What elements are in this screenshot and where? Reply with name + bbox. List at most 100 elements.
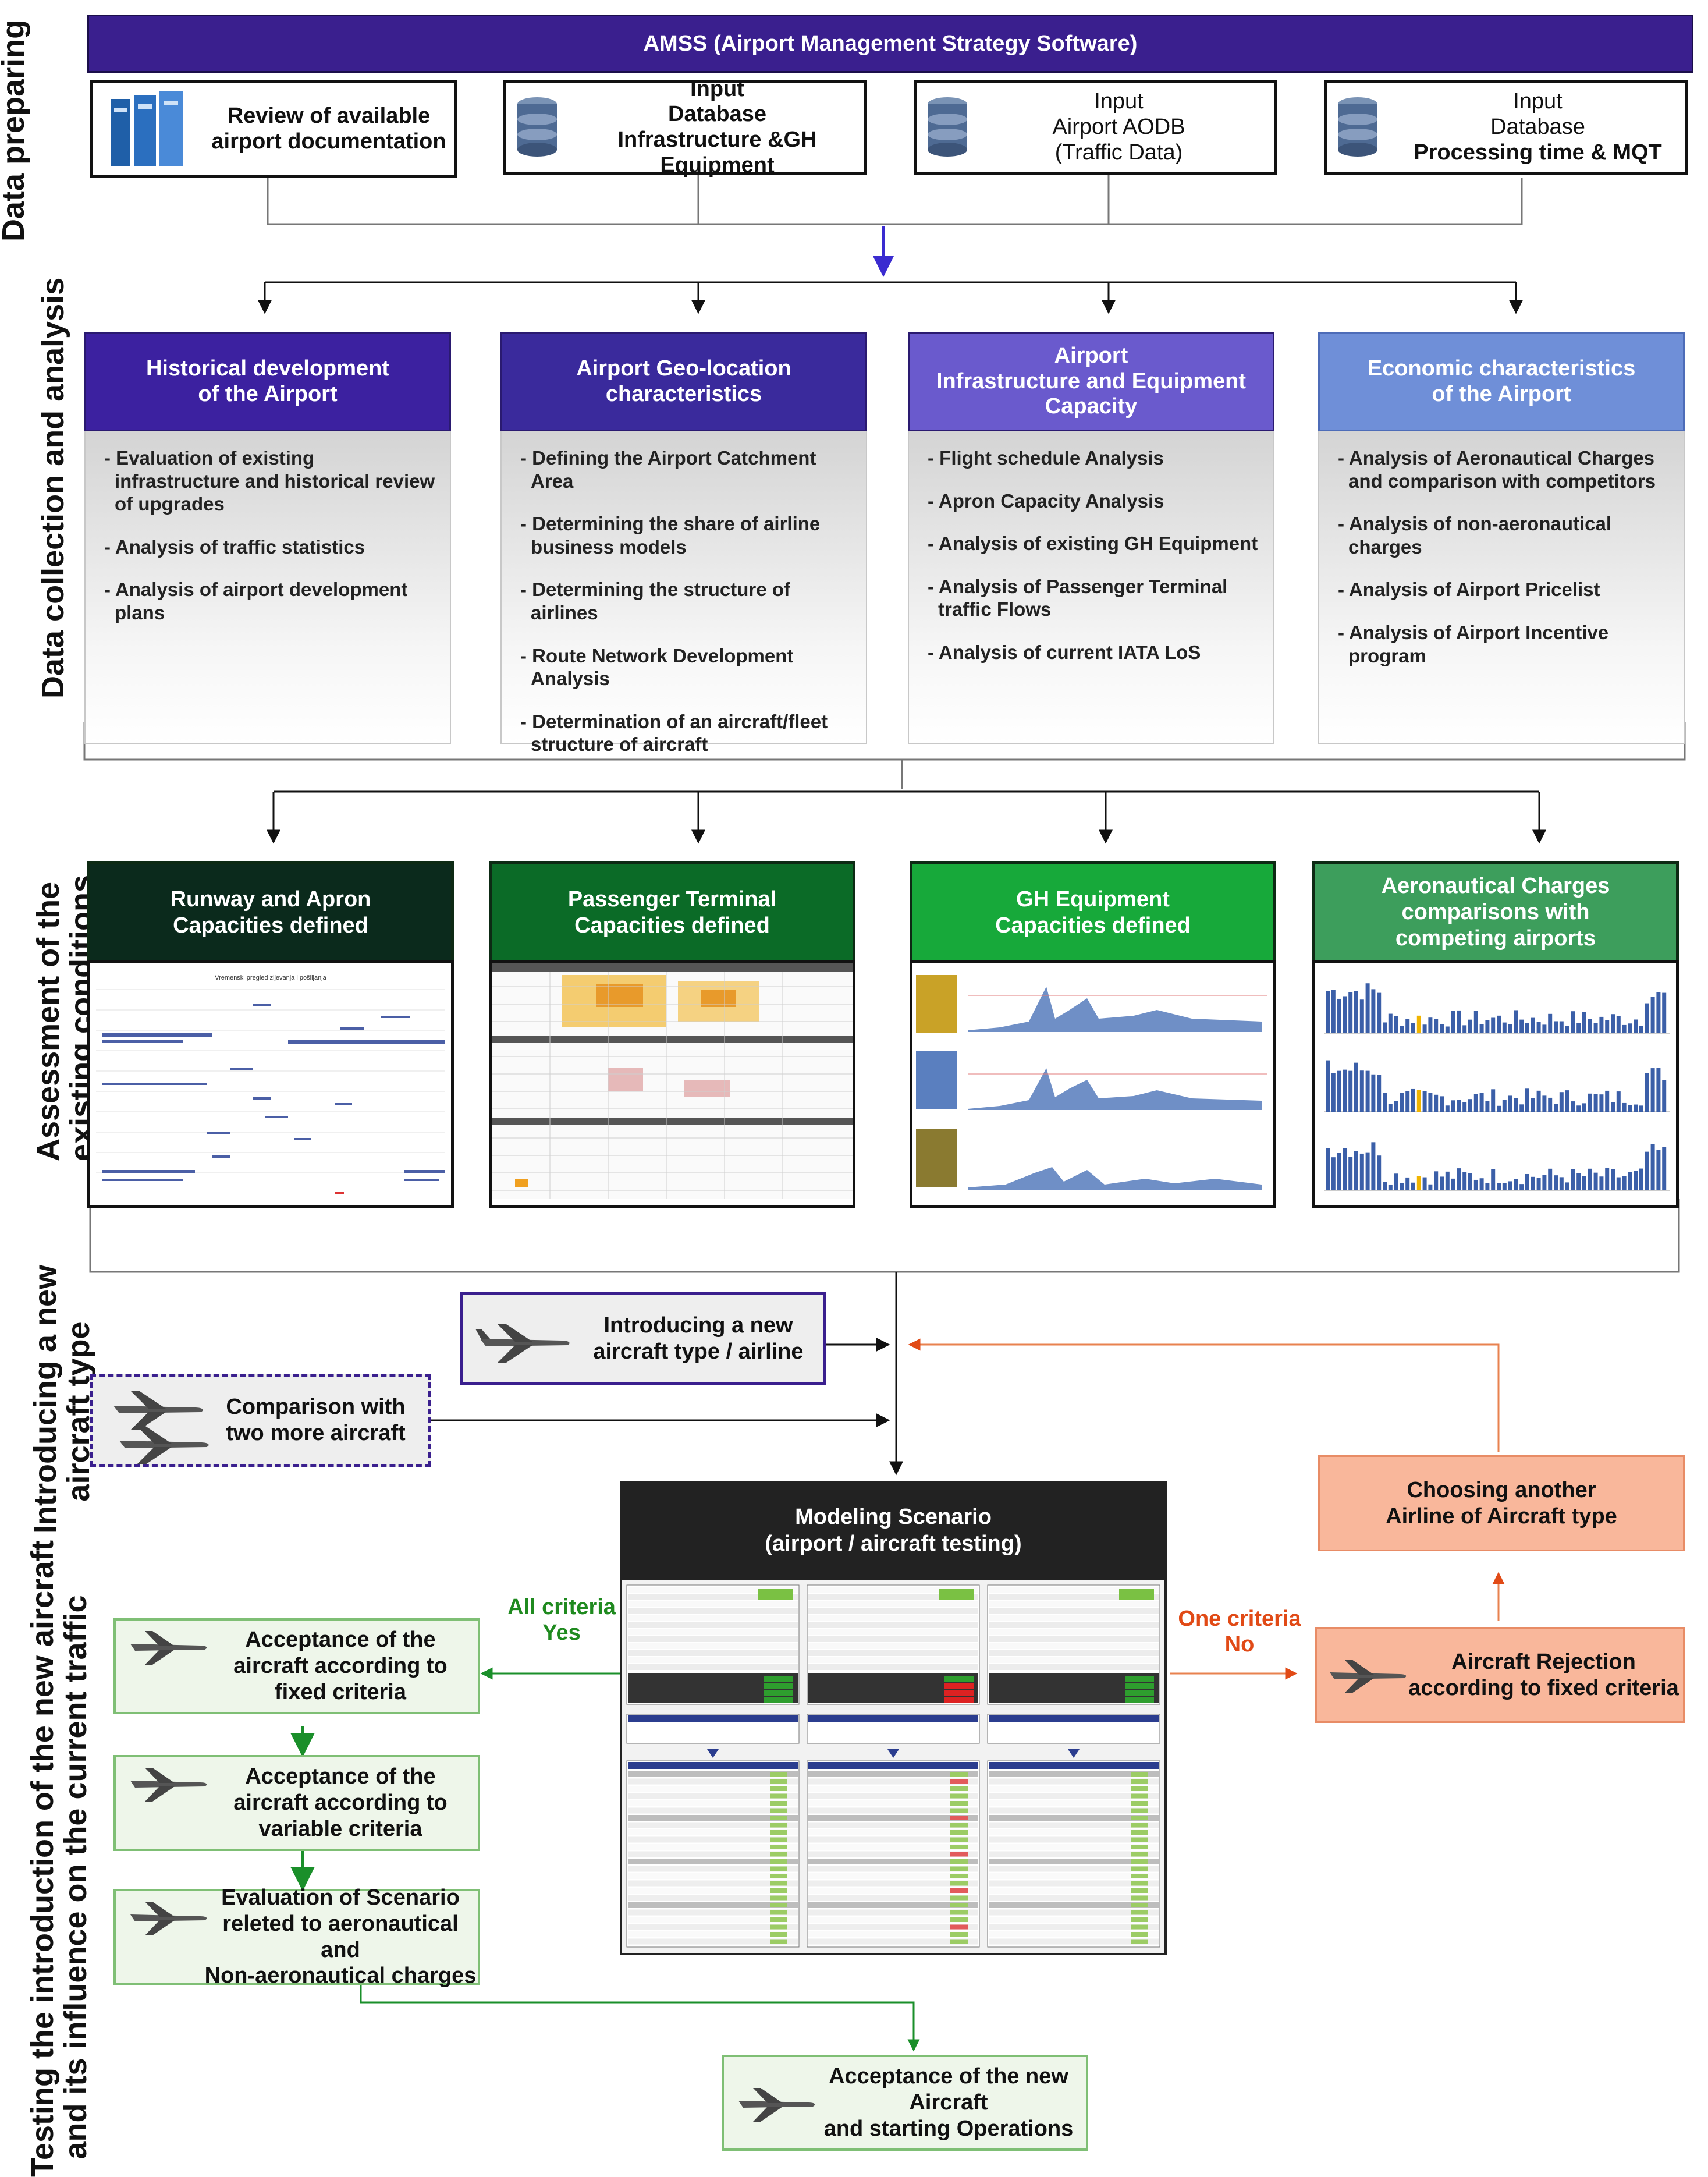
table-cell xyxy=(628,1859,798,1864)
table-cell xyxy=(770,1779,787,1784)
table-cell xyxy=(1125,1697,1154,1703)
table-cell xyxy=(989,1931,1159,1937)
thumbnail-bar xyxy=(1519,1019,1524,1033)
table-cell xyxy=(770,1859,787,1864)
table-cell xyxy=(1131,1874,1148,1878)
table-cell xyxy=(808,1822,978,1828)
table-cell xyxy=(1131,1939,1148,1944)
thumbnail-bar xyxy=(1588,1093,1592,1112)
table-cell xyxy=(1119,1589,1154,1600)
table-cell xyxy=(989,1778,1159,1785)
thumbnail-bar xyxy=(1531,1017,1535,1033)
table-cell xyxy=(628,1902,798,1908)
table-cell xyxy=(628,1836,798,1843)
table-cell xyxy=(808,1615,978,1621)
thumbnail-bar xyxy=(1434,1094,1439,1112)
table-cell xyxy=(808,1859,978,1864)
table-cell xyxy=(1131,1808,1148,1813)
table-cell xyxy=(989,1587,1159,1593)
table-cell xyxy=(989,1636,1159,1642)
thumbnail-bar xyxy=(1388,1104,1393,1112)
table-cell xyxy=(628,1815,798,1821)
table-cell xyxy=(770,1830,787,1835)
table-cell xyxy=(808,1778,978,1785)
thumbnail-bar xyxy=(1639,1168,1643,1190)
table-cell xyxy=(770,1808,787,1813)
thumbnail-bar xyxy=(1365,983,1370,1033)
table-cell xyxy=(770,1924,787,1930)
table-cell xyxy=(808,1594,978,1600)
table-cell xyxy=(628,1844,798,1850)
table-cell xyxy=(1131,1816,1148,1820)
table-cell xyxy=(628,1866,798,1872)
table-cell xyxy=(989,1873,1159,1879)
thumbnail-bar xyxy=(1331,1157,1336,1190)
table-cell xyxy=(950,1910,968,1915)
table-cell xyxy=(808,1587,978,1593)
thumbnail-bar xyxy=(1383,1182,1387,1190)
thumbnail-bar xyxy=(1628,1172,1632,1190)
bar-chart-thumbnail xyxy=(1312,960,1679,1208)
table-cell xyxy=(989,1715,1159,1722)
thumbnail-bar xyxy=(1359,999,1364,1033)
thumbnail-bar xyxy=(1348,992,1353,1033)
thumbnail-bar xyxy=(1331,1073,1336,1112)
thumbnail-bar xyxy=(1662,1147,1667,1190)
list-item: - Analysis of airport development plans xyxy=(104,579,408,623)
table-cell xyxy=(808,1909,978,1916)
thumbnail-bar xyxy=(1388,1013,1393,1033)
thumbnail-bar xyxy=(1383,1022,1387,1033)
table-cell xyxy=(989,1762,1159,1769)
table-cell xyxy=(950,1888,968,1893)
thumbnail-bar xyxy=(1411,1182,1415,1190)
thumbnail-bar xyxy=(1525,1173,1529,1190)
table-cell xyxy=(628,1938,798,1945)
table-cell xyxy=(770,1881,787,1886)
thumbnail-bar xyxy=(1622,1176,1627,1190)
table-cell xyxy=(887,1749,899,1758)
thumbnail-bar xyxy=(1531,1098,1535,1112)
thumbnail-bar xyxy=(1514,1010,1518,1033)
thumbnail-bar xyxy=(1428,1017,1433,1033)
table-cell xyxy=(950,1772,968,1777)
thumbnail-bar xyxy=(1411,1088,1415,1112)
table-cell xyxy=(989,1650,1159,1656)
table-cell xyxy=(944,1697,974,1703)
list-item: - Route Network Development Analysis xyxy=(520,644,794,690)
table-cell xyxy=(989,1888,1159,1894)
thumbnail-bar xyxy=(1576,1173,1581,1190)
list-item: - Analysis of Airport Incentive program xyxy=(1338,621,1609,666)
thumbnail-bar xyxy=(1365,1070,1370,1112)
thumbnail-bar xyxy=(1571,1011,1575,1033)
thumbnail-bar xyxy=(1371,1074,1376,1112)
table-cell xyxy=(989,1615,1159,1621)
thumbnail-bar xyxy=(1343,996,1347,1033)
thumbnail-bar xyxy=(1491,1017,1496,1033)
thumbnail-bar xyxy=(1491,1089,1496,1112)
thumbnail-bar xyxy=(1343,1148,1347,1190)
thumbnail-bar xyxy=(1445,1171,1450,1190)
thumbnail-bar xyxy=(1371,989,1376,1033)
thumbnail-bar xyxy=(1422,1177,1427,1190)
table-cell xyxy=(950,1859,968,1864)
table-cell xyxy=(628,1643,798,1649)
table-cell xyxy=(989,1859,1159,1864)
table-cell xyxy=(808,1917,978,1923)
thumbnail-bar xyxy=(1548,1168,1553,1190)
thumbnail-bar xyxy=(1565,1026,1569,1033)
list-item: - Evaluation of existing infrastructure … xyxy=(104,447,435,515)
table-cell xyxy=(808,1880,978,1887)
side-label-data-preparing: Data preparing xyxy=(0,19,31,242)
table-cell xyxy=(950,1816,968,1820)
table-cell xyxy=(950,1881,968,1886)
table-cell xyxy=(628,1793,798,1799)
thumbnail-bar xyxy=(1559,1177,1564,1190)
thumbnail-bar xyxy=(1571,1101,1575,1112)
table-cell xyxy=(808,1601,978,1607)
thumbnail-bar xyxy=(1479,1178,1484,1190)
thumbnail-bar xyxy=(1497,1105,1501,1112)
table-cell xyxy=(1131,1786,1148,1791)
